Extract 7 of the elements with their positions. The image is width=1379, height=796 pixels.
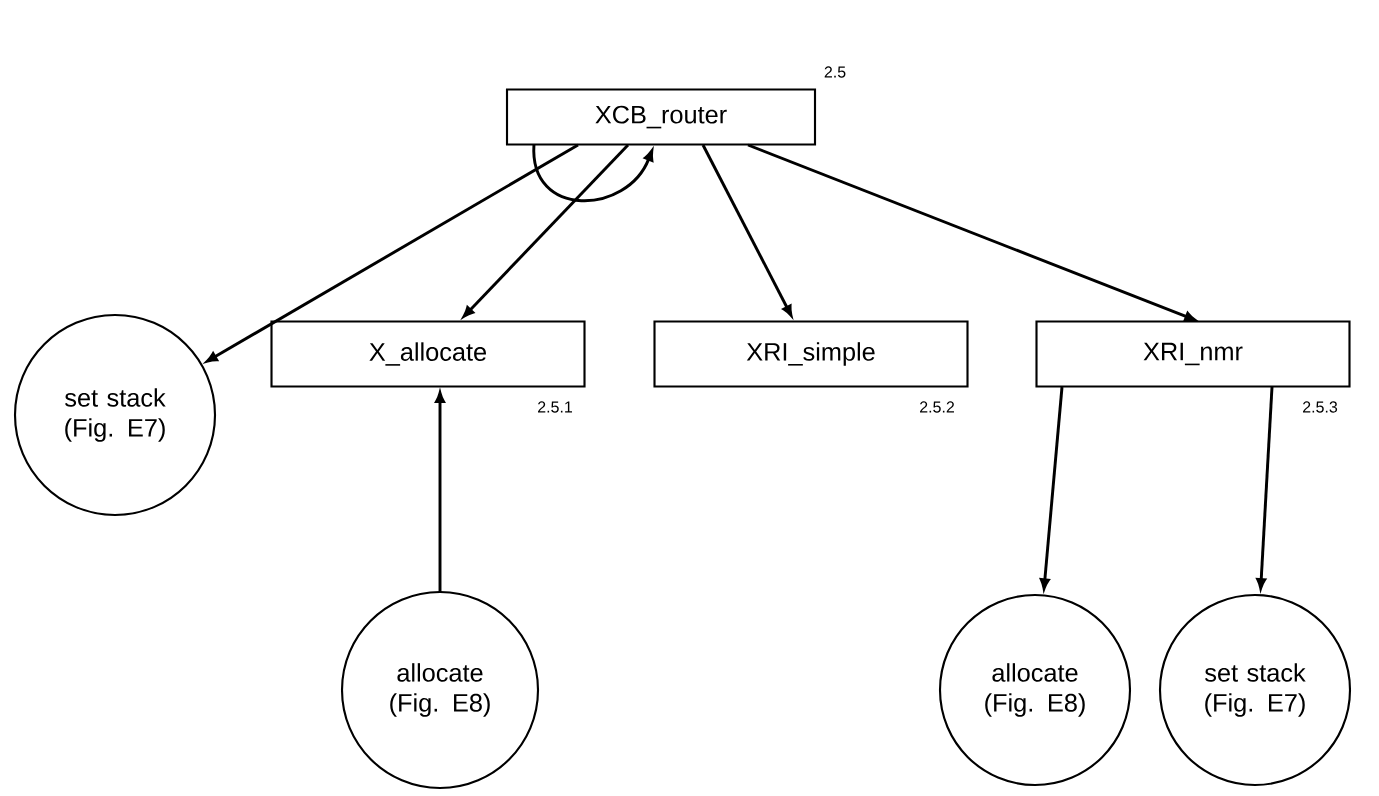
node-number: 2.5.1	[538, 401, 572, 413]
node-number: 2.5.2	[920, 401, 954, 413]
process-box: XRI_nmr	[1035, 320, 1351, 388]
process-box: XRI_simple	[653, 320, 969, 388]
node-number: 2.5.3	[1303, 401, 1338, 413]
process-box: XCB_router	[505, 88, 817, 146]
node-number: 2.5	[824, 66, 846, 78]
